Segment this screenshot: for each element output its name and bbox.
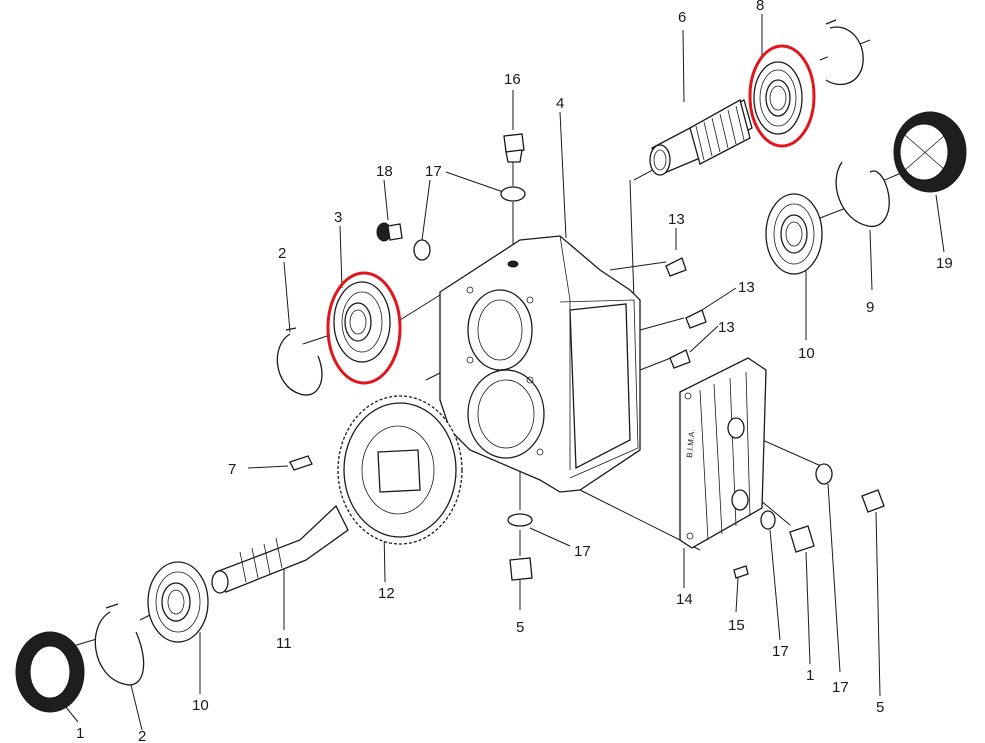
label-15: 15: [728, 617, 745, 634]
seal-bottom-left: [15, 631, 85, 713]
label-16: 16: [504, 71, 521, 88]
pinion-shaft-6: [649, 99, 753, 176]
label-2-bottom: 2: [138, 728, 146, 743]
label-1-left: 1: [76, 725, 84, 742]
cover-plate-14: B.I.M.A.: [679, 357, 767, 549]
label-1-right: 1: [806, 667, 814, 684]
highlight-circle-left: [326, 271, 402, 385]
output-shaft-11: [211, 504, 349, 594]
label-9: 9: [866, 299, 874, 316]
label-19: 19: [936, 255, 953, 272]
bearing-10-right: [765, 193, 823, 275]
label-13-a: 13: [668, 211, 685, 228]
circlip-9: [835, 161, 890, 227]
label-17-d: 17: [832, 679, 849, 696]
right-fittings: [733, 463, 885, 579]
label-3: 3: [334, 209, 342, 226]
bearing-10-left: [147, 561, 209, 643]
spur-gear-12: [337, 395, 463, 545]
highlight-circle-top: [748, 44, 816, 148]
label-2-left: 2: [278, 245, 286, 262]
label-11: 11: [276, 635, 292, 652]
label-10-left: 10: [192, 697, 209, 714]
label-14: 14: [676, 591, 693, 608]
bearing-3-left: [333, 281, 391, 363]
grease-nipples-13: [665, 257, 707, 369]
brand-mark: B.I.M.A.: [685, 429, 696, 458]
label-18: 18: [376, 163, 393, 180]
plug-18: [376, 222, 431, 261]
label-13-c: 13: [718, 319, 735, 336]
circlip-2-bottom: [94, 603, 145, 686]
label-17-b: 17: [574, 543, 591, 560]
bearing-top-right: [753, 61, 803, 135]
label-17-a: 17: [425, 163, 442, 180]
breather-plug-16: [500, 133, 526, 202]
label-8-top: 8: [756, 0, 764, 14]
seal-cap-19: [893, 111, 967, 193]
label-13-b: 13: [738, 279, 755, 296]
label-5-right: 5: [876, 699, 884, 716]
part-labels: 6 8 16 4 18 17 3 2 13 13 13 19 9 10 7 12…: [76, 0, 953, 743]
label-12: 12: [378, 585, 395, 602]
key-7: [289, 455, 313, 471]
label-6: 6: [678, 9, 686, 26]
circlip-2-left: [276, 327, 323, 396]
circlip-top: [825, 19, 864, 86]
drain-plug-5: [507, 513, 533, 581]
gearbox-housing-4: [439, 235, 641, 493]
label-4: 4: [556, 95, 564, 112]
label-5-center: 5: [516, 619, 524, 636]
label-17-c: 17: [772, 643, 789, 660]
label-10-right: 10: [798, 345, 815, 362]
label-7: 7: [228, 461, 236, 478]
